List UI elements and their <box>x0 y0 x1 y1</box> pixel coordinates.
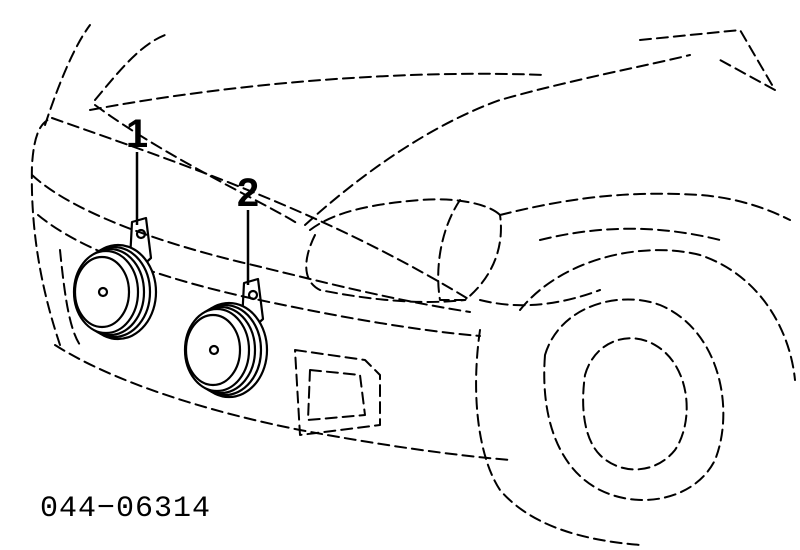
vehicle-front-outline <box>30 24 796 546</box>
callout-1: 1 <box>126 112 148 156</box>
horn-1-icon <box>72 216 158 341</box>
part-code: 044−06314 <box>40 492 212 526</box>
horn-2-icon <box>183 277 269 399</box>
callout-2: 2 <box>237 171 259 215</box>
